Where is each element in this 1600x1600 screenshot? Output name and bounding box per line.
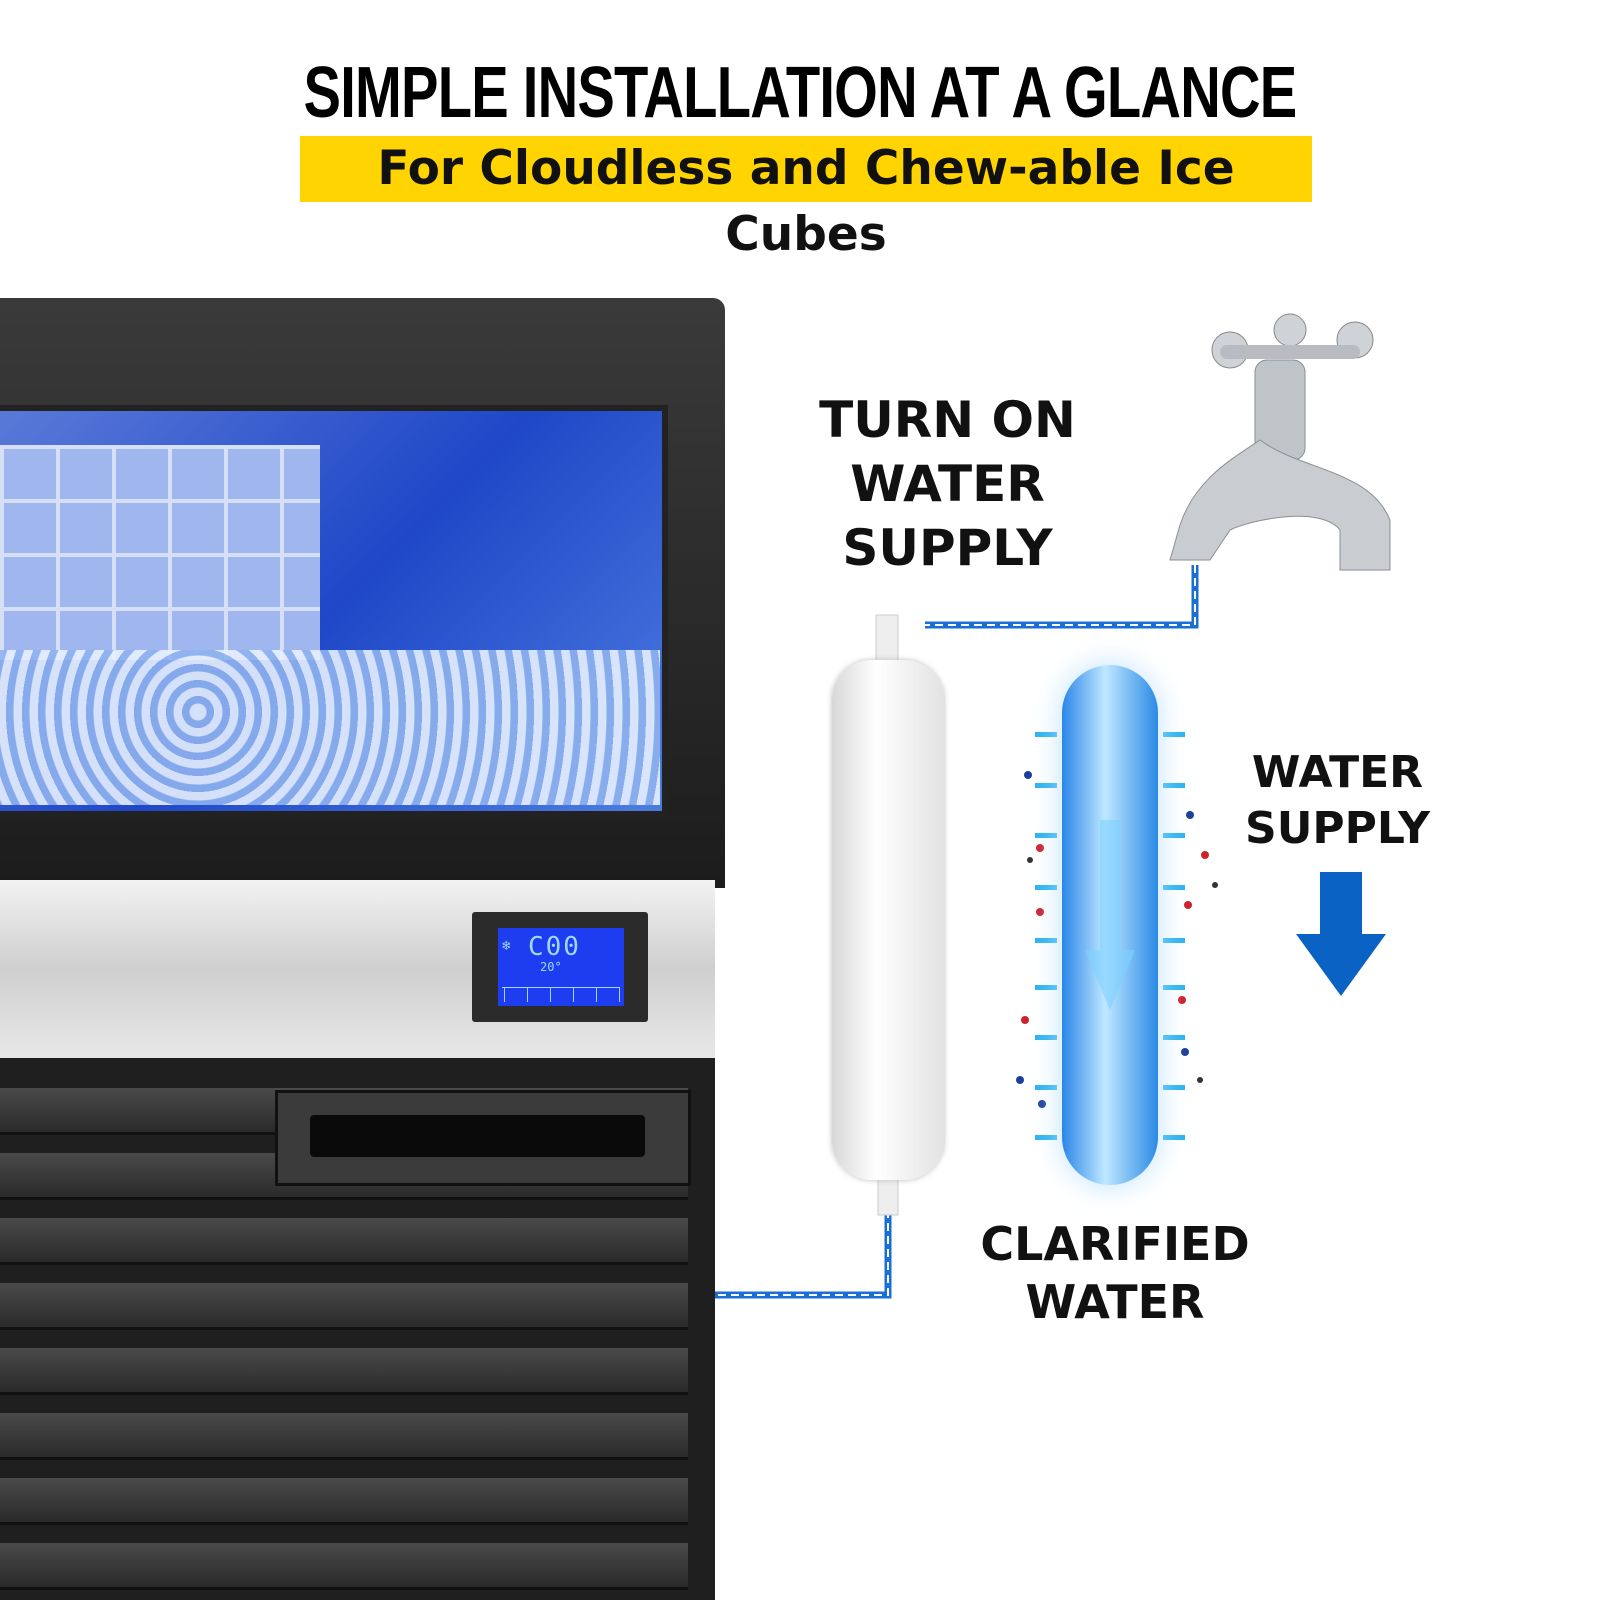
turn-on-label: TURN ON WATER SUPPLY [819,391,1076,577]
filter-outlet-connector [877,1174,899,1216]
temperature: 20° [540,960,562,974]
page-title: SIMPLE INSTALLATION AT A GLANCE [303,53,1298,133]
ice-cubes [0,650,660,805]
outlet-pipe [715,1210,892,1299]
vent-slot [310,1115,645,1157]
screen-buttons[interactable] [502,987,620,1002]
water-filter [832,660,944,1180]
clarified-water-label: CLARIFIED WATER [980,1217,1250,1329]
faucet-icon [1169,313,1391,571]
snowflake-icon: ❄ [502,938,511,954]
subtitle-banner: For Cloudless and Chew-able Ice Cubes [300,136,1312,262]
ice-mold-grid [0,445,320,660]
filter-inlet-connector [875,614,899,666]
down-arrow-head [1296,934,1386,996]
water-supply-label: WATER SUPPLY [1245,747,1430,854]
error-code: C00 [528,932,581,962]
inflow-arrows [1035,732,1185,1140]
inlet-pipe-dash [925,565,1196,626]
lcd-screen[interactable]: ❄ C00 20° [498,928,624,1006]
outlet-pipe-dash [715,1210,889,1296]
impurity-particles [1016,771,1218,1108]
down-arrow-icon [1320,872,1362,934]
down-flow-arrow-icon [1085,820,1135,1010]
